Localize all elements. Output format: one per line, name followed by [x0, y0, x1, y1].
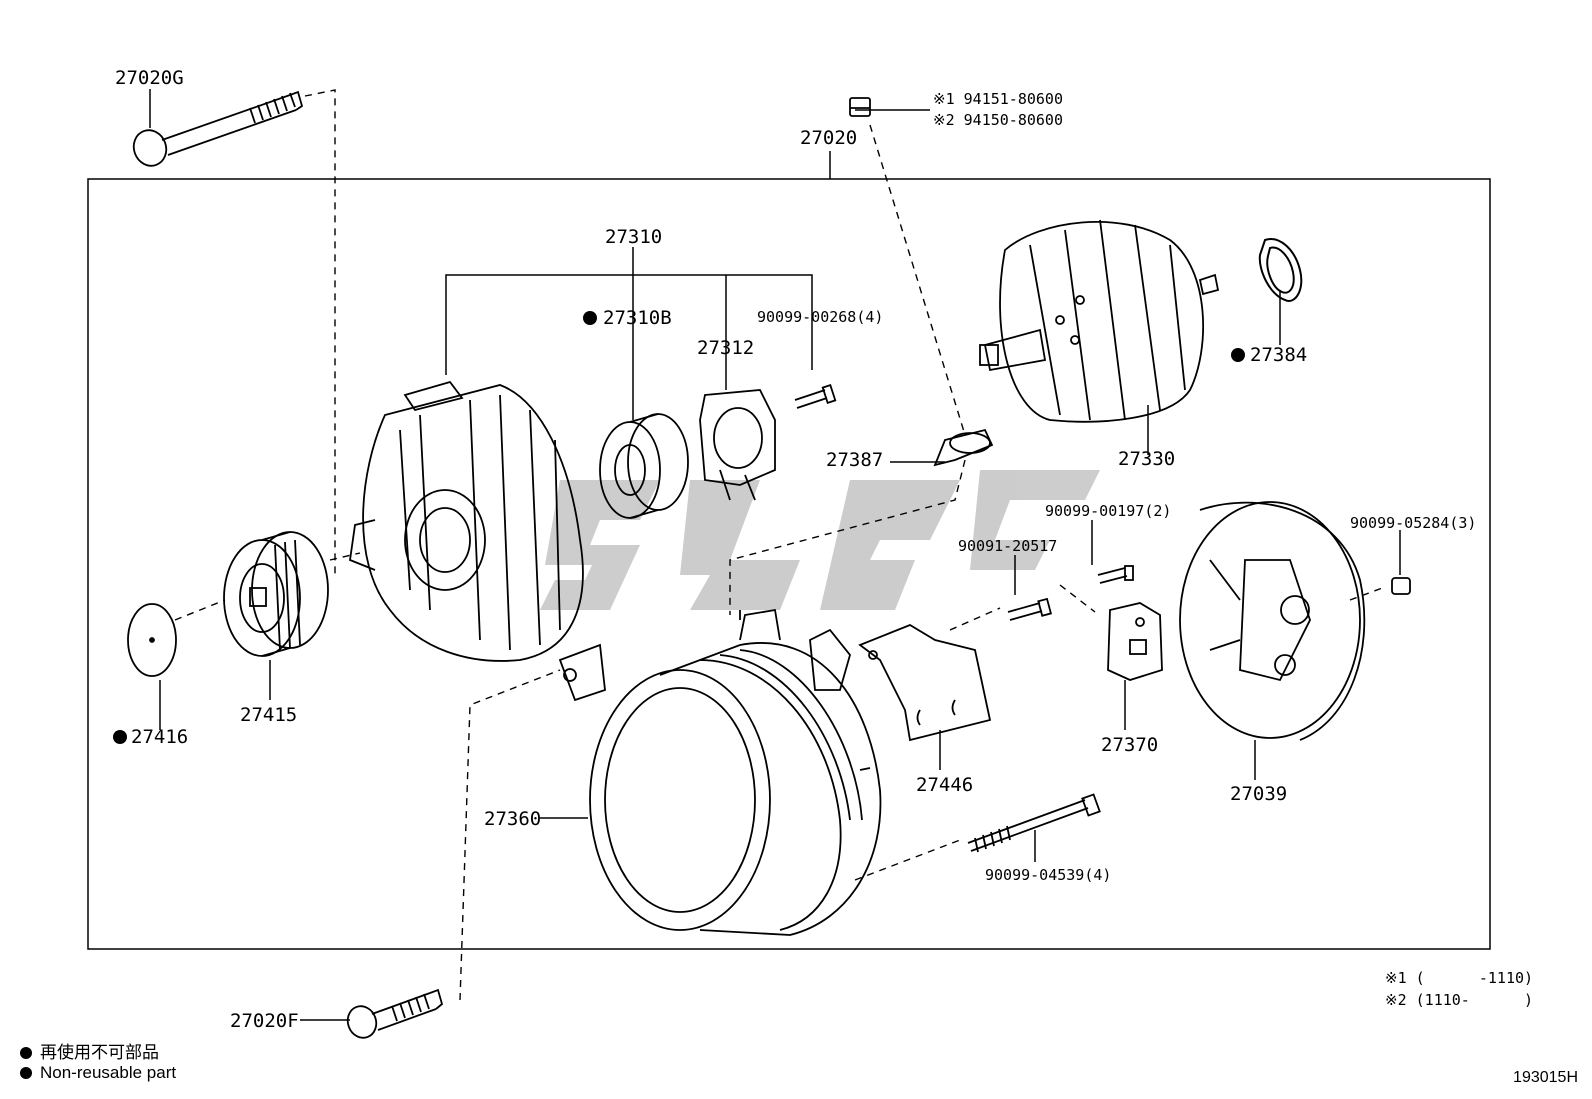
bolt-90091-20517-icon	[1007, 597, 1053, 621]
rotor-27330-icon	[979, 219, 1220, 423]
legend-japanese: 再使用不可部品	[20, 1038, 159, 1063]
legend-en-text: Non-reusable part	[40, 1063, 177, 1082]
label-27360: 27360	[484, 808, 541, 830]
insulator-27387-icon	[933, 428, 994, 467]
bolt-27020F-icon	[346, 988, 444, 1039]
pulley-27415-icon	[223, 531, 329, 657]
label-27020F: 27020F	[230, 1010, 299, 1032]
legend-jp-text: 再使用不可部品	[40, 1043, 159, 1062]
pulley-cap-27416-icon	[127, 603, 177, 677]
label-27039: 27039	[1230, 783, 1287, 805]
watermark-logo	[540, 470, 1100, 610]
non-reusable-markers	[113, 311, 1245, 744]
label-27310: 27310	[605, 226, 662, 248]
label-27384: 27384	[1250, 344, 1307, 366]
screw-90099-00197-icon	[1097, 565, 1134, 584]
label-27370: 27370	[1101, 734, 1158, 756]
label-27387: 27387	[826, 449, 883, 471]
leader-lines	[159, 109, 1401, 1021]
bolt-27020G-icon	[132, 90, 304, 167]
label-27312: 27312	[697, 337, 754, 359]
label-90091-20517: 90091-20517	[958, 537, 1057, 555]
drive-end-frame-27310-icon	[349, 380, 606, 702]
bracket-27446-icon	[858, 623, 992, 742]
nut-94151-icon	[849, 97, 871, 117]
label-27330: 27330	[1118, 448, 1175, 470]
bearing-27310B-icon	[599, 413, 689, 519]
screw-90099-00268-icon	[794, 384, 837, 409]
non-reusable-dot-icon	[20, 1067, 32, 1079]
label-90099-00268: 90099-00268(4)	[757, 308, 883, 326]
label-27020G: 27020G	[115, 67, 184, 89]
assembly-dashed-lines	[174, 89, 1386, 1001]
label-nut-variant-1: ※1 94151-80600	[933, 90, 1063, 108]
legend-english: Non-reusable part	[20, 1063, 176, 1083]
label-27415: 27415	[240, 704, 297, 726]
label-90099-04539: 90099-04539(4)	[985, 866, 1111, 884]
through-bolt-90099-04539-icon	[967, 793, 1101, 853]
regulator-27370-icon	[1107, 602, 1163, 681]
label-27446: 27446	[916, 774, 973, 796]
label-27310B: 27310B	[603, 307, 672, 329]
figure-code: 193015H	[1513, 1069, 1578, 1086]
non-reusable-dot-icon	[20, 1047, 32, 1059]
seal-27384-icon	[1258, 238, 1303, 302]
assembly-frame	[87, 178, 1491, 950]
label-27416: 27416	[131, 726, 188, 748]
retainer-plate-27312-icon	[699, 389, 776, 501]
footnote-1: ※1 ( -1110)	[1385, 969, 1533, 987]
label-90099-00197: 90099-00197(2)	[1045, 502, 1171, 520]
label-90099-05284: 90099-05284(3)	[1350, 514, 1476, 532]
footnote-2: ※2 (1110- )	[1385, 991, 1533, 1009]
label-nut-variant-2: ※2 94150-80600	[933, 111, 1063, 129]
rear-cover-27039-icon	[1179, 501, 1366, 741]
stator-27360-icon	[589, 608, 882, 936]
label-27020: 27020	[800, 127, 857, 149]
nut-90099-05284-icon	[1391, 577, 1411, 595]
